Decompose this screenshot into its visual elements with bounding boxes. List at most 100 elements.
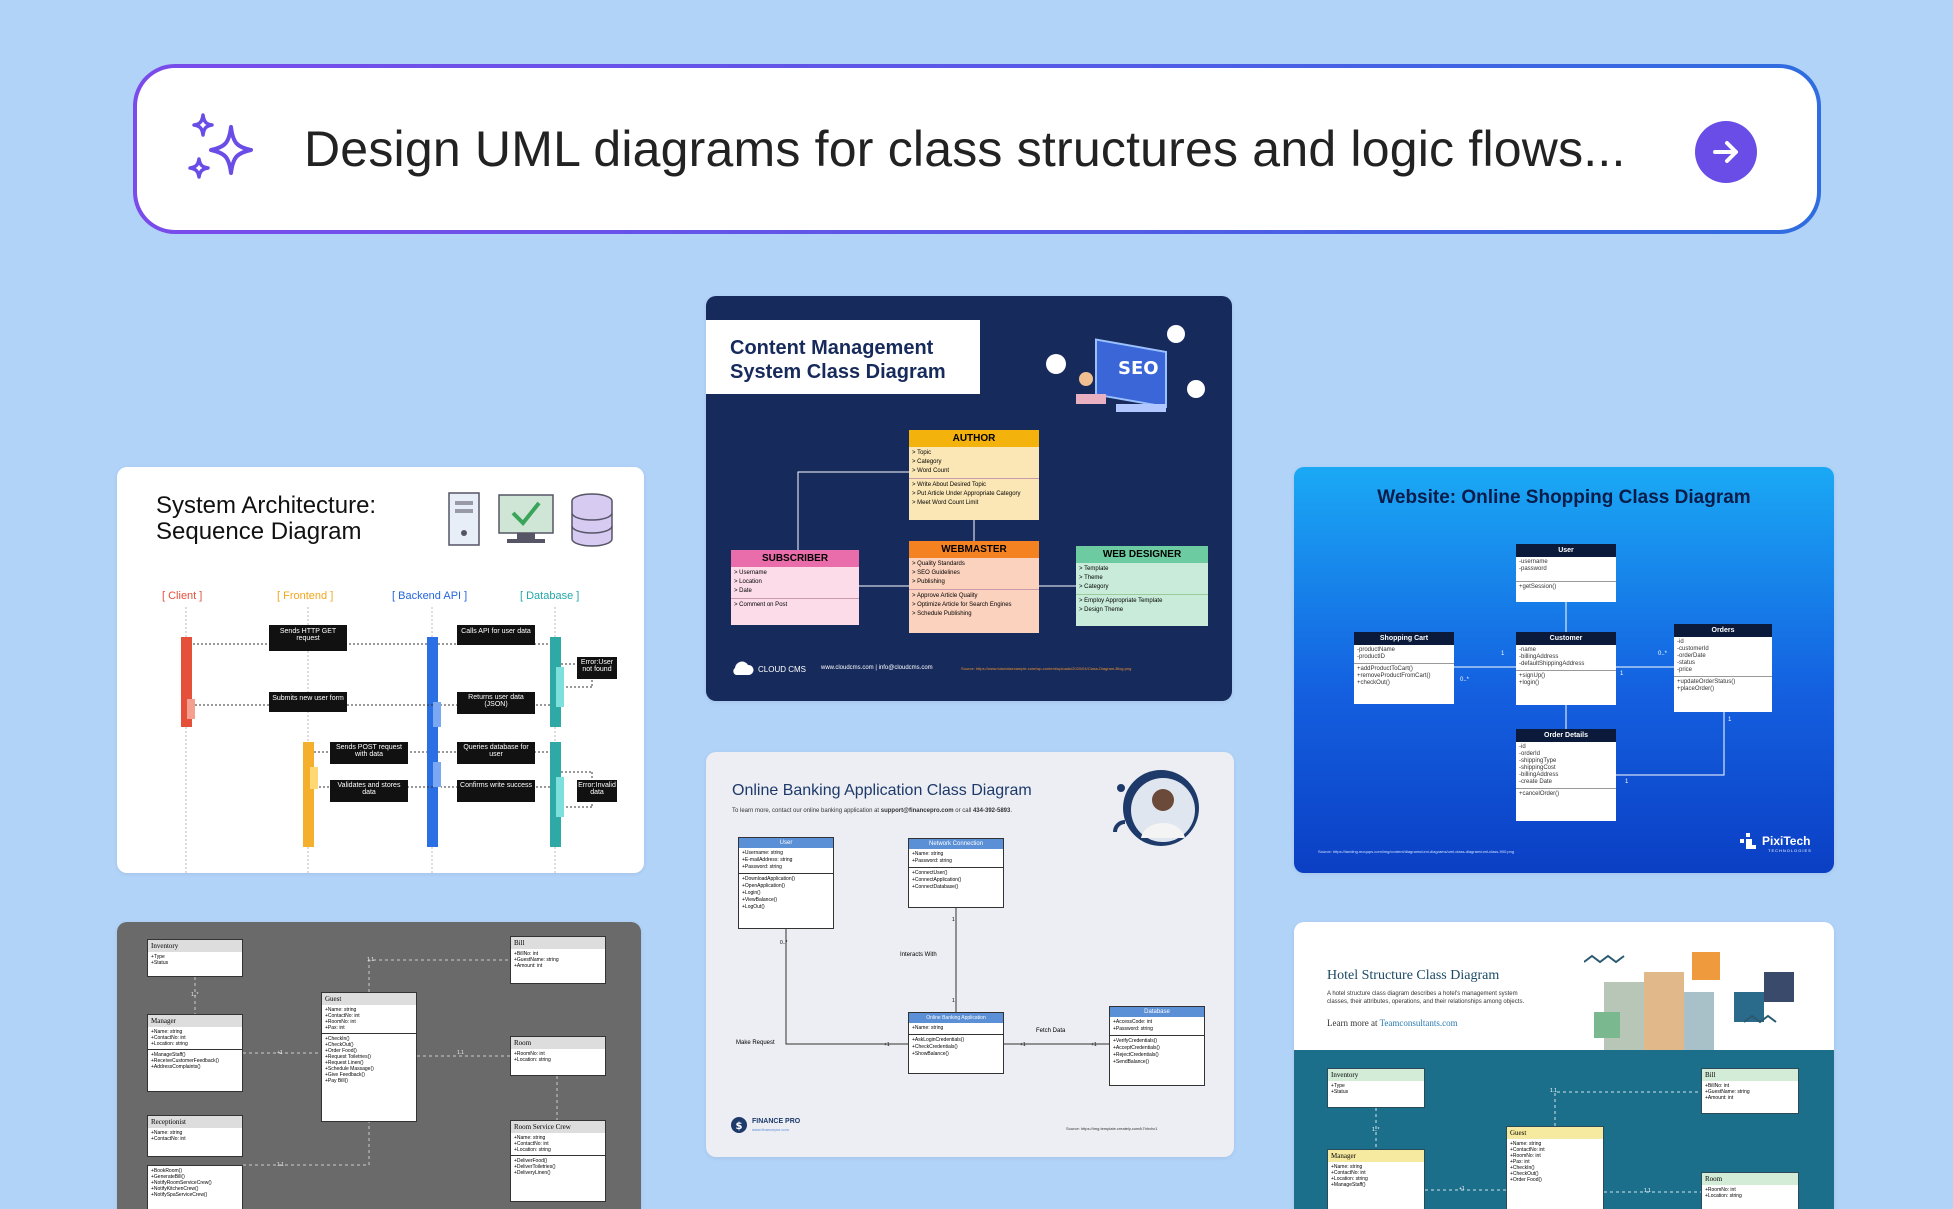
multiplicity: 1 xyxy=(952,998,955,1004)
arrow-right-icon xyxy=(1713,141,1738,163)
source-text: Source: https://landing.moqups.com/img/c… xyxy=(1318,849,1515,854)
class-bill: Bill +BillNo: int+GuestName: string+Amou… xyxy=(1701,1068,1799,1114)
card-title: Hotel Structure Class Diagram xyxy=(1327,968,1500,983)
multiplicity: 1 xyxy=(1728,717,1732,723)
brand-name: FINANCE PRO xyxy=(752,1118,801,1125)
template-card-hotel-structure-class-diagram[interactable]: Hotel Structure Class Diagram A hotel st… xyxy=(1294,922,1834,1209)
shop-connectors xyxy=(1454,602,1725,776)
learn-more-link[interactable]: Teamconsultants.com xyxy=(1379,1018,1458,1028)
class-title: Guest xyxy=(322,993,416,1005)
class-inventory: Inventory +Type+Status xyxy=(1327,1068,1425,1108)
sparkle-icon xyxy=(188,113,253,179)
msg-label: Confirms write success xyxy=(457,780,535,802)
multiplicity: 1 xyxy=(1620,671,1624,677)
class-receptionist-ops: +BookRoom()+GenerateBill()+NotifyRoomSer… xyxy=(147,1165,243,1209)
bank-connectors xyxy=(785,908,1109,1045)
relation-label: Fetch Data xyxy=(1036,1028,1066,1034)
multiplicity: 1..* xyxy=(191,992,199,998)
brand-name: CLOUD CMS xyxy=(758,665,807,674)
svg-text:$: $ xyxy=(736,1121,743,1132)
class-online-banking-application: Online Banking Application +Name: string… xyxy=(908,1012,1004,1074)
class-title: Database xyxy=(1110,1007,1204,1017)
class-user: User +Username: string+E-mailAddress: st… xyxy=(738,837,834,929)
brand-subtitle: TECHNOLOGIES xyxy=(1768,848,1812,853)
multiplicity: 1.1 xyxy=(1550,1088,1557,1094)
msg-label: Sends HTTP GET request xyxy=(269,625,347,651)
submit-button[interactable] xyxy=(1695,121,1757,183)
template-card-hotel-class-diagram-dark[interactable]: Inventory +Type+Status Manager +Name: st… xyxy=(117,922,641,1209)
msg-label: Error:User not found xyxy=(577,657,617,679)
class-title: Room xyxy=(511,1037,605,1049)
actor-backend: [ Backend API ] xyxy=(392,590,468,602)
city-buildings-illustration-icon xyxy=(1584,952,1794,1052)
prompt-bar[interactable]: Design UML diagrams for class structures… xyxy=(133,64,1821,234)
finance-pro-logo-icon: $ xyxy=(731,1117,747,1133)
class-author: AUTHOR > Topic> Category> Word Count > W… xyxy=(909,430,1039,520)
actor-database: [ Database ] xyxy=(520,590,580,602)
class-web-designer: WEB DESIGNER > Template> Theme> Category… xyxy=(1076,546,1208,626)
actor-frontend: [ Frontend ] xyxy=(277,590,334,602)
card-title: System Architecture: Sequence Diagram xyxy=(156,493,376,545)
class-title: User xyxy=(739,838,833,848)
gray-connectors xyxy=(194,959,558,1166)
class-title: WEBMASTER xyxy=(909,541,1039,558)
class-title: Guest xyxy=(1507,1127,1603,1139)
class-orders: Orders -id-customerId-orderDate-status-p… xyxy=(1674,624,1772,712)
template-card-online-banking-class-diagram[interactable]: Online Banking Application Class Diagram… xyxy=(706,752,1234,1157)
class-title: Online Banking Application xyxy=(909,1013,1003,1023)
card-description: A hotel structure class diagram describe… xyxy=(1327,991,1525,1005)
class-title: Inventory xyxy=(1328,1069,1424,1081)
cms-connectors xyxy=(797,471,1076,587)
prompt-text[interactable]: Design UML diagrams for class structures… xyxy=(304,121,1626,177)
class-title: Receptionist xyxy=(148,1116,242,1128)
class-database: Database +AccessCode: int+Password: stri… xyxy=(1109,1006,1205,1086)
template-card-online-shopping-class-diagram[interactable]: Website: Online Shopping Class Diagram U… xyxy=(1294,467,1834,873)
msg-label: Returns user data (JSON) xyxy=(457,692,535,714)
prompt-input-box[interactable]: Design UML diagrams for class structures… xyxy=(137,68,1817,230)
class-bill: Bill +BillNo: int+GuestName: string+Amou… xyxy=(510,936,606,984)
multiplicity: 1.1 xyxy=(457,1050,464,1056)
class-title: Manager xyxy=(1328,1150,1424,1162)
class-subscriber: SUBSCRIBER > Username> Location> Date > … xyxy=(731,550,859,625)
class-manager: Manager +Name: string+ContactNo: int+Loc… xyxy=(1327,1149,1425,1209)
template-card-sequence-diagram[interactable]: System Architecture: Sequence Diagram [ … xyxy=(117,467,644,873)
msg-label: Sends POST request with data xyxy=(330,742,408,764)
multiplicity: 0..* xyxy=(1658,651,1668,657)
msg-label: Validates and stores data xyxy=(330,780,408,802)
multiplicity: 1.1 xyxy=(1644,1188,1651,1194)
class-title: WEB DESIGNER xyxy=(1076,546,1208,563)
class-shopping-cart: Shopping Cart -productName-productID +ad… xyxy=(1354,632,1454,704)
class-guest: Guest +Name: string+ContactNo: int+RoomN… xyxy=(1506,1126,1604,1209)
class-title: Network Connection xyxy=(909,839,1003,849)
svg-text:SEO: SEO xyxy=(1118,358,1159,379)
title-banner xyxy=(706,320,980,394)
msg-label: Error:Invalid data xyxy=(577,780,617,802)
learn-more: Learn more at Teamconsultants.com xyxy=(1327,1018,1458,1028)
class-guest: Guest +Name: string+ContactNo: int+RoomN… xyxy=(321,992,417,1122)
seo-illustration-icon: SEO xyxy=(1046,325,1205,412)
class-title: Manager xyxy=(148,1015,242,1027)
contact-text: www.cloudcms.com | info@cloudcms.com xyxy=(821,665,933,671)
class-title: Bill xyxy=(1702,1069,1798,1081)
template-card-cms-class-diagram[interactable]: Content Management System Class Diagram … xyxy=(706,296,1232,701)
multiplicity: 1.1 xyxy=(277,1162,284,1168)
multiplicity: 1 xyxy=(952,917,955,923)
class-title: User xyxy=(1516,544,1616,557)
person-photo-icon xyxy=(1113,770,1199,846)
multiplicity: +1 xyxy=(884,1042,890,1048)
class-manager: Manager +Name: string+ContactNo: int+Loc… xyxy=(147,1014,243,1092)
title-line-1: System Architecture: xyxy=(156,492,377,519)
class-title: Order Details xyxy=(1516,729,1616,742)
multiplicity: +1 xyxy=(1091,1042,1097,1048)
card-title: Online Banking Application Class Diagram xyxy=(732,782,1032,799)
class-title: Room Service Crew xyxy=(511,1121,605,1133)
brand-name: PixiTech xyxy=(1762,834,1811,848)
multiplicity: +1 xyxy=(1020,1042,1026,1048)
class-webmaster: WEBMASTER > Quality Standards> SEO Guide… xyxy=(909,541,1039,633)
relation-label: Interacts With xyxy=(900,952,937,958)
class-title: SUBSCRIBER xyxy=(731,550,859,567)
class-user: User -username-password +getSession() xyxy=(1516,544,1616,602)
hotel-connectors xyxy=(1375,1091,1701,1193)
class-title: Customer xyxy=(1516,632,1616,645)
title-line-2: System Class Diagram xyxy=(730,361,946,383)
